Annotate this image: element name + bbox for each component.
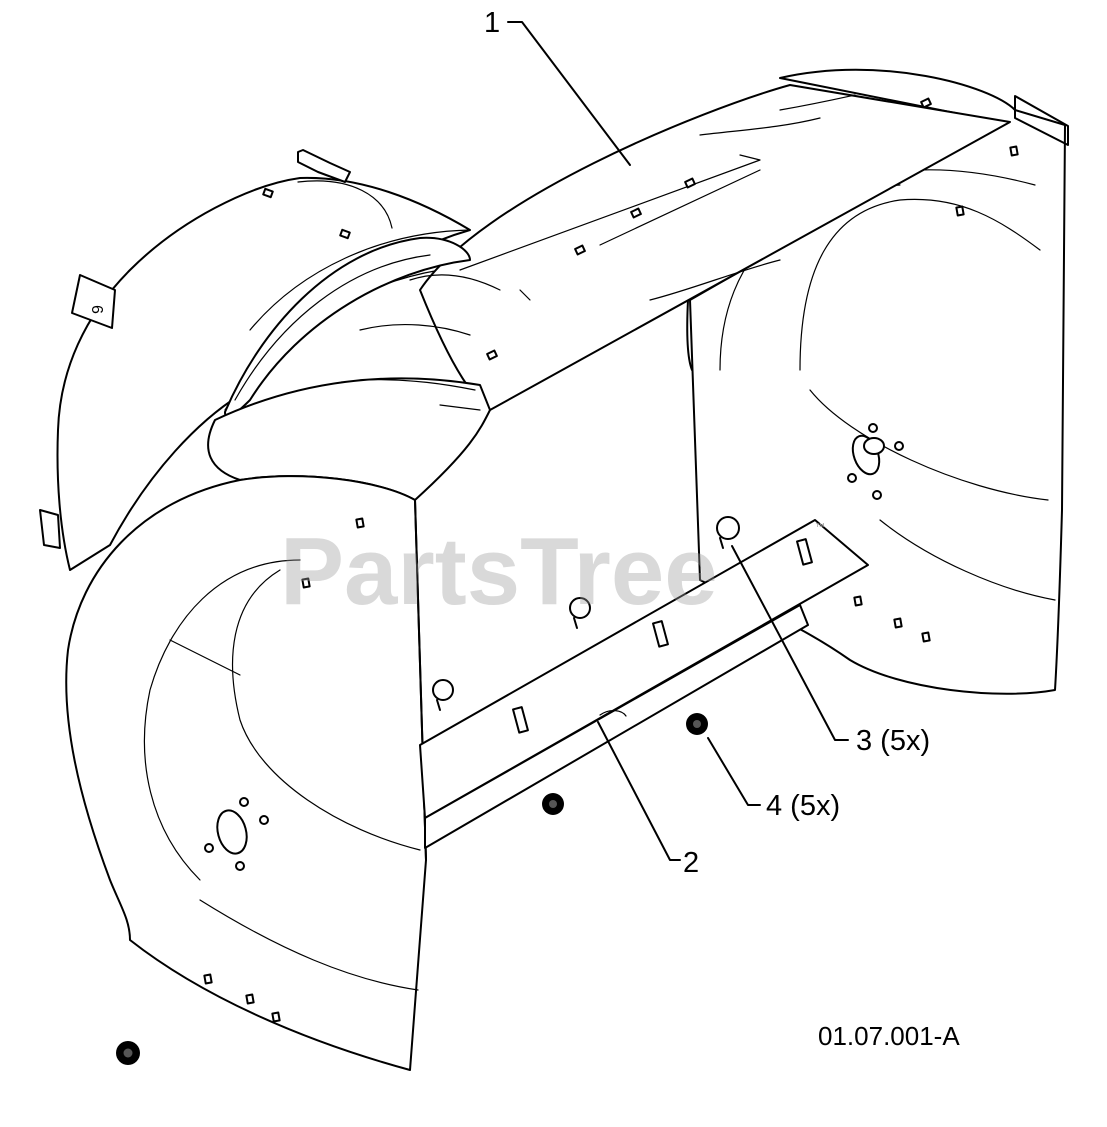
watermark-trademark: ™ (815, 522, 825, 533)
carriage-bolts (432, 516, 740, 711)
drawing-code: 01.07.001-A (818, 1021, 960, 1051)
left-end-panel (65, 475, 427, 1071)
top-cross-member (359, 84, 1011, 411)
leader-lines (507, 21, 849, 861)
nuts (116, 713, 708, 1065)
housing-mark: 6 (88, 305, 105, 314)
carriage-bolt (716, 516, 740, 549)
callout-2: 2 (683, 847, 699, 879)
housing-tab (71, 274, 116, 329)
callout-4: 4 (5x) (766, 790, 840, 822)
carriage-bolt (432, 679, 454, 711)
callout-3: 3 (5x) (856, 725, 930, 757)
watermark-text: PartsTree (280, 518, 718, 625)
callout-1: 1 (484, 7, 500, 39)
nut (686, 713, 708, 735)
leader-line-2 (597, 721, 681, 861)
watermark: PartsTree ™ (280, 518, 825, 625)
nut (116, 1041, 140, 1065)
carriage-bolt (569, 597, 591, 629)
leader-line-3 (731, 545, 849, 741)
front-auger-housing (207, 236, 491, 501)
leader-line-4 (707, 737, 761, 806)
shave-plate (419, 519, 869, 849)
leader-line-1 (507, 21, 631, 166)
nut (542, 793, 564, 815)
